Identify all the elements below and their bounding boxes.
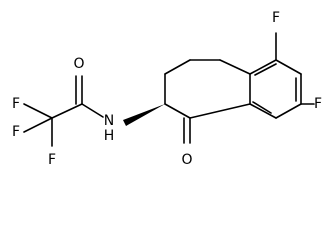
bond-ring-5 — [164, 103, 191, 119]
bond-aromatic-4-inner — [252, 101, 272, 114]
atom-f-left-middle: F — [12, 124, 20, 140]
bond-aromatic-1 — [275, 59, 302, 75]
bond-cf3-f2 — [23, 117, 53, 133]
bond-carbonyl-cf3 — [51, 103, 83, 119]
bond-ring-1 — [219, 59, 251, 75]
bond-aromatic-6-inner — [254, 63, 277, 76]
bond-ring-6 — [189, 103, 251, 119]
atom-f-left-lower: F — [48, 152, 56, 168]
atom-f-top: F — [272, 10, 280, 26]
wedge-bond — [123, 104, 165, 126]
bond-aromatic-4 — [249, 103, 277, 119]
bond-cf3-f1 — [23, 103, 53, 119]
bond-ring-3 — [164, 59, 191, 75]
atom-h-amide: H — [104, 128, 115, 144]
atom-o-ketone: O — [181, 152, 192, 168]
atom-f-left-upper: F — [12, 96, 20, 112]
atom-n-amide: N — [104, 113, 114, 129]
chemical-structure: F F F F F O O N H — [12, 10, 322, 168]
bond-aromatic-3 — [275, 103, 302, 119]
bond-n-carbonyl — [81, 103, 104, 118]
bond-aromatic-6 — [249, 59, 277, 75]
atom-f-right: F — [314, 96, 322, 112]
molecule-diagram: F F F F F O O N H — [11, 10, 323, 168]
atom-o-amide: O — [73, 56, 84, 72]
